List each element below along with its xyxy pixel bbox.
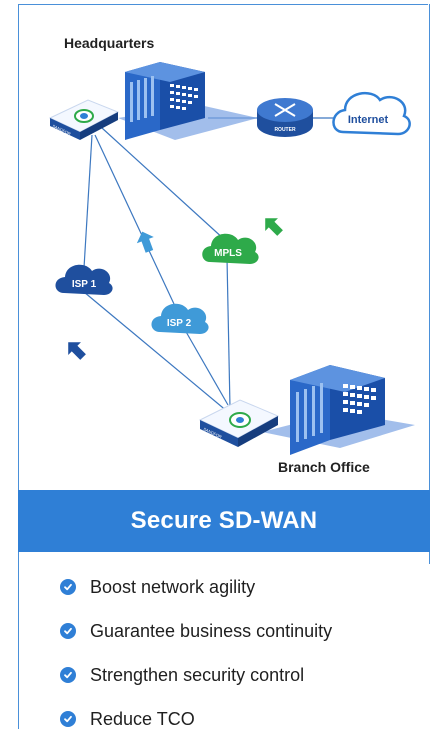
isp1-cloud-icon: ISP 1: [55, 264, 113, 295]
check-circle-icon: [60, 579, 76, 595]
benefit-text: Reduce TCO: [90, 708, 195, 729]
list-item: Boost network agility: [60, 565, 332, 609]
list-item: Guarantee business continuity: [60, 609, 332, 653]
check-circle-icon: [60, 667, 76, 683]
navy-arrow-icon: [68, 342, 86, 360]
connection-lines: [83, 117, 338, 413]
banner-title: Secure SD-WAN: [130, 507, 318, 534]
light-blue-arrow-icon: [136, 231, 154, 253]
branch-firewall-device-icon: SANGFOR: [198, 399, 280, 447]
internet-cloud-icon: Internet: [332, 91, 411, 136]
title-banner: Secure SD-WAN: [18, 490, 430, 552]
frame-top-border: [18, 4, 428, 5]
mpls-label: MPLS: [214, 248, 242, 259]
isp2-label: ISP 2: [167, 318, 192, 329]
benefit-text: Strengthen security control: [90, 664, 305, 685]
branch-building-icon: [290, 365, 385, 455]
internet-label: Internet: [348, 114, 389, 126]
list-item: Reduce TCO: [60, 697, 332, 741]
check-circle-icon: [60, 711, 76, 727]
isp2-cloud-icon: ISP 2: [151, 303, 209, 334]
headquarters-label: Headquarters: [64, 35, 154, 51]
isp1-label: ISP 1: [72, 279, 97, 290]
green-arrow-icon: [265, 218, 283, 236]
benefit-text: Boost network agility: [90, 576, 256, 597]
list-item: Strengthen security control: [60, 653, 332, 697]
router-label: ROUTER: [274, 127, 296, 133]
network-diagram: SANGFOR Headquarters ROUTER Internet MPL…: [48, 35, 415, 475]
frame-left-border: [18, 4, 19, 729]
router-icon: ROUTER: [257, 98, 313, 137]
mpls-cloud-icon: MPLS: [202, 233, 259, 264]
branch-office-label: Branch Office: [278, 459, 370, 475]
benefits-list: Boost network agility Guarantee business…: [60, 565, 332, 741]
benefit-text: Guarantee business continuity: [90, 620, 333, 641]
check-circle-icon: [60, 623, 76, 639]
hq-firewall-device-icon: SANGFOR: [48, 99, 120, 140]
hq-building-icon: [125, 62, 205, 140]
